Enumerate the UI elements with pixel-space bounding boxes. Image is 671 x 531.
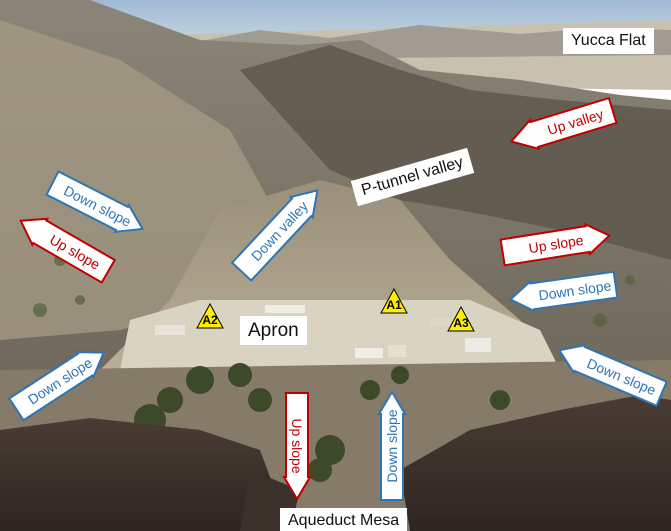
down-slope-arrow-right-lower: Down slope [551,335,669,409]
up-valley-arrow: Up valley [505,95,620,158]
down-slope-arrow-bottom: Down slope [377,390,407,502]
site-marker-a2: A2 [196,303,224,329]
site-marker-a1: A1 [380,288,408,314]
apron-label: Apron [240,316,307,345]
up-slope-arrow-bottom: Up slope [282,391,312,501]
yucca-flat-label: Yucca Flat [563,28,654,54]
site-marker-a3: A3 [447,306,475,332]
up-slope-text: Up slope [289,418,305,474]
up-slope-arrow-right: Up slope [498,219,614,268]
down-slope-arrow-left-lower: Down slope [6,338,114,424]
aqueduct-mesa-label: Aqueduct Mesa [280,508,408,531]
site-marker-label: A3 [453,316,469,330]
up-slope-arrow-left: Up slope [11,206,118,286]
down-slope-arrow-right-mid: Down slope [506,269,619,316]
down-slope-text: Down slope [384,409,400,483]
down-valley-arrow: Down valley [229,178,331,284]
site-marker-label: A1 [386,298,402,312]
site-marker-label: A2 [202,313,218,327]
down-slope-arrow-left-upper: Down slope [43,168,151,244]
